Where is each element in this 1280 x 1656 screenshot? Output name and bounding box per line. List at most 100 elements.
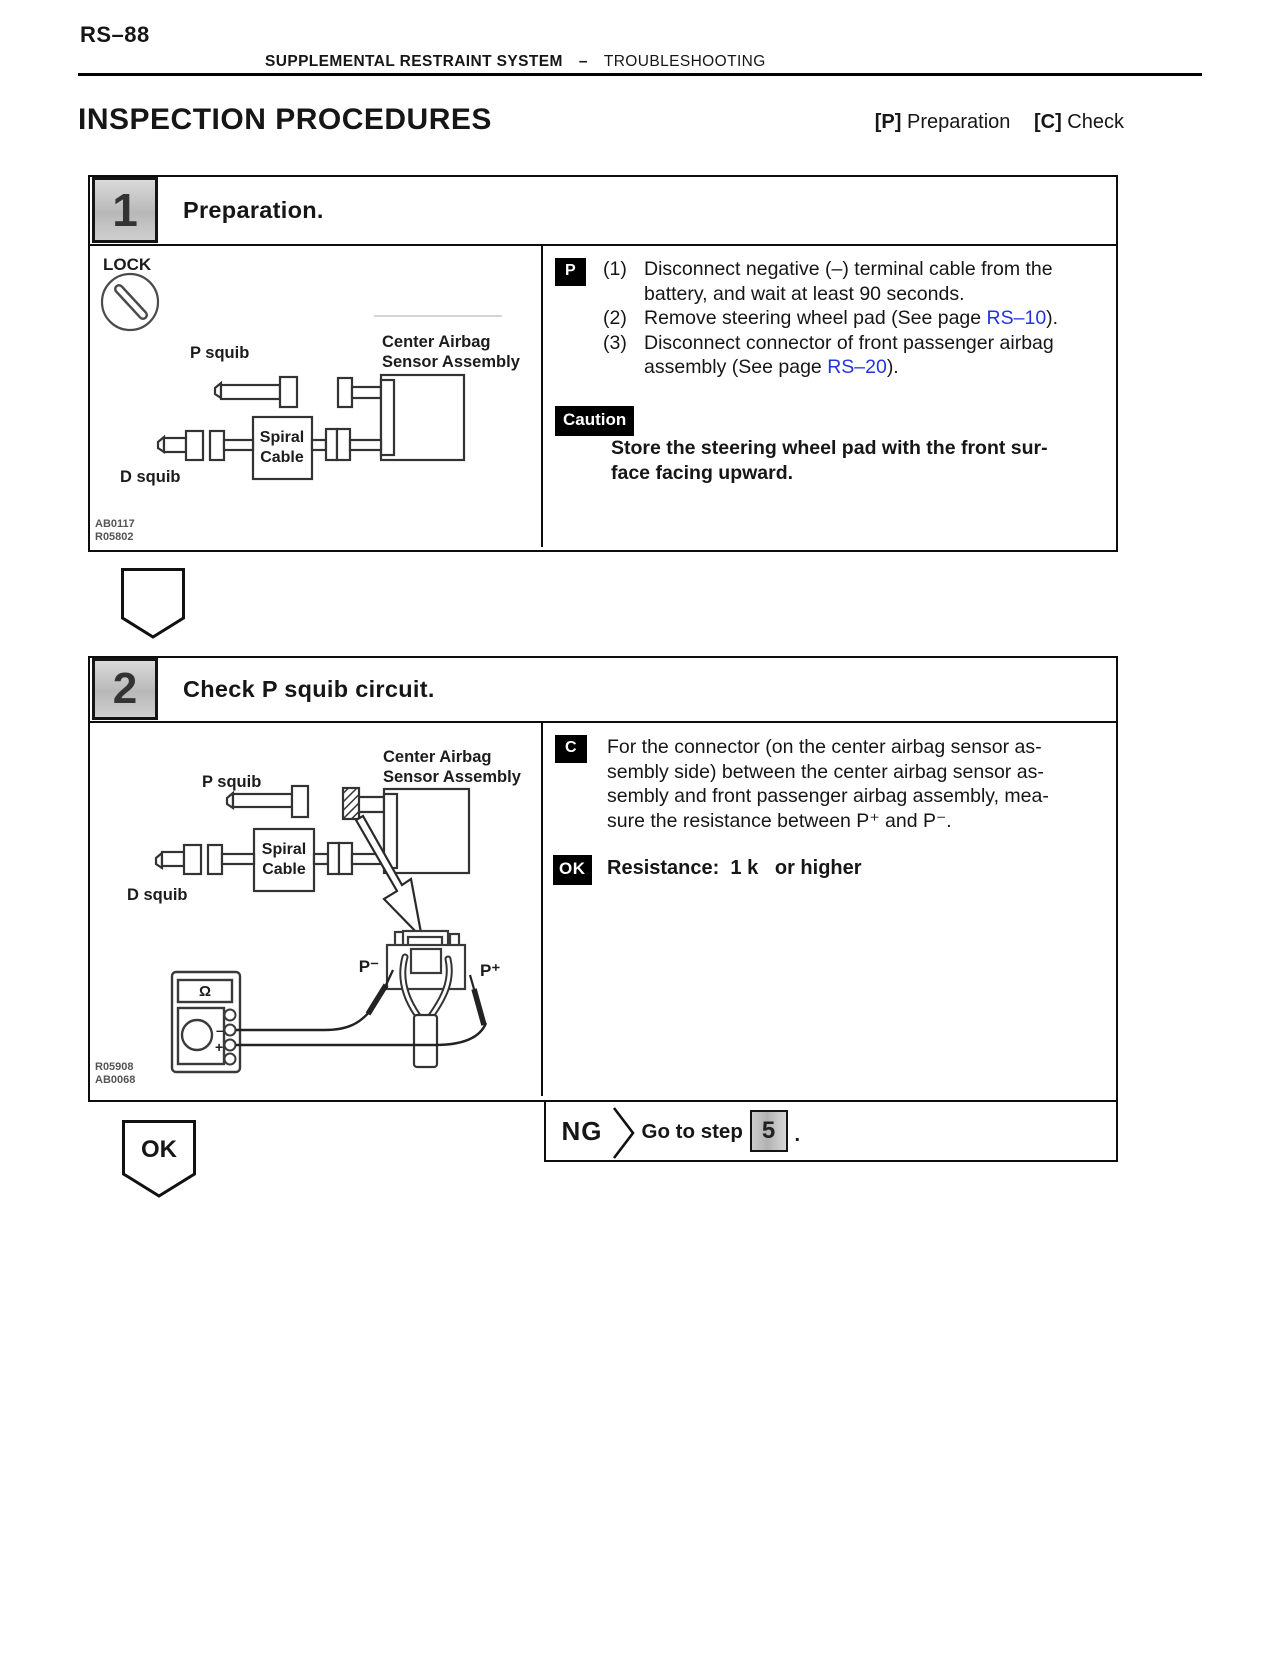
caution-text: Store the steering wheel pad with the fr… [611,437,1048,484]
step1-wiring-diagram: LOCK P squib Center Airbag Sensor Assemb… [95,255,521,543]
pointer-arrow-icon [354,814,424,942]
legend-p-label: Preparation [907,111,1011,133]
p-plus-label: P⁺ [480,961,500,980]
connector-piece [335,427,352,462]
step1-title: Preparation. [183,197,324,223]
p-squib-label: P squib [190,344,249,362]
wire-segment [350,385,383,400]
p-minus-label: P⁻ [359,957,379,976]
spiral-cable-box [252,827,316,893]
center-airbag-sensor-icon [379,373,466,462]
legend-p-badge: [P] [874,111,902,133]
step1-diagram-cell: LOCK P squib Center Airbag Sensor Assemb… [90,246,543,547]
disconnected-connector-icon [341,786,361,821]
step2-wiring-diagram: Center Airbag Sensor Assembly P squib Sp… [95,748,522,1086]
connector-closeup-icon [385,929,467,991]
legend-c-badge: [C] [1033,111,1062,133]
step1-text-cell: P (1) Disconnect negative (–) terminal c… [543,246,1116,547]
figure-code-2: R05802 [95,531,134,543]
wire-segment [348,438,383,452]
sensor-label-2: Sensor Assembly [382,353,521,371]
item-text: battery, and wait at least 90 seconds. [644,282,965,305]
figure-code-2: AB0068 [95,1074,135,1086]
item-number: (1) [603,258,627,280]
spiral-label-1: Spiral [262,841,306,858]
step2-title: Check P squib circuit. [183,676,435,702]
ng-row: NG Go to step 5 . [543,1099,1118,1162]
page-title: INSPECTION PROCEDURES [78,103,492,136]
flow-down-arrow-icon [121,568,185,639]
connector-piece [337,841,354,876]
header-rule [78,73,1202,76]
step1-number-box: 1 [92,177,158,243]
step1-box: 1 Preparation. [88,175,1118,552]
step2-box: 2 Check P squib circuit. [88,656,1118,1102]
preparation-badge: P [555,258,586,286]
step2-instruction: For the connector (on the center airbag … [607,736,1049,832]
connector-piece [324,427,339,462]
step1-header: 1 Preparation. [90,177,1116,246]
connector-piece [336,376,354,409]
spiral-cable-box [251,415,314,481]
p-squib-connector-icon [225,784,310,819]
sensor-label-1: Center Airbag [382,333,491,351]
step2-diagram-cell: Center Airbag Sensor Assembly P squib Sp… [90,723,543,1096]
ng-chevron-icon [612,1106,635,1159]
d-squib-connector-icon [156,429,255,462]
connector-wires [399,953,453,1069]
ok-arrow-label: OK [141,1136,178,1163]
section-title: SUPPLEMENTAL RESTRAINT SYSTEM [265,53,563,70]
item-text: assembly (See page RS–20). [644,356,899,378]
figure-code-1: R05908 [95,1061,134,1073]
ng-action-text: Go to step [641,1119,743,1143]
legend-c-label: Check [1067,111,1124,133]
header-separator: – [578,53,588,70]
d-squib-label: D squib [127,886,188,904]
item-text: Disconnect connector of front passenger … [644,331,1054,354]
running-header: SUPPLEMENTAL RESTRAINT SYSTEM–TROUBLESHO… [265,53,766,71]
spiral-label-1: Spiral [260,429,304,446]
page-link-rs20[interactable]: RS–20 [827,356,887,378]
ng-label: NG [561,1115,603,1146]
step2-text-cell: C For the connector (on the center airba… [543,723,1116,1096]
caution-badge: Caution [555,406,635,436]
ng-period: . [794,1123,801,1146]
spiral-label-2: Cable [260,449,304,466]
item-number: (3) [603,331,627,354]
item-text: Disconnect negative (–) terminal cable f… [644,258,1053,280]
p-squib-connector-icon [213,375,299,409]
ohm-display: Ω [199,983,211,1000]
sensor-label-1: Center Airbag [383,748,492,766]
subsection-title: TROUBLESHOOTING [603,53,766,70]
figure-code-1: AB0117 [95,518,135,530]
page-number: RS–88 [80,22,150,47]
ng-step-ref-box: 5 [749,1109,788,1152]
item-number: (2) [603,307,627,329]
wire-segment [310,438,328,452]
step2-header: 2 Check P squib circuit. [90,658,1116,723]
wire-segment [312,852,330,866]
step1-instructions: (1) Disconnect negative (–) terminal cab… [603,257,1058,380]
ok-result-text: Resistance: 1 k or higher [607,857,862,879]
test-leads [236,969,488,1047]
meter-minus-label: – [216,1022,224,1038]
check-badge: C [555,735,587,763]
d-squib-label: D squib [120,468,181,486]
list-item: (3) Disconnect connector of front passen… [603,331,1058,380]
step2-number-box: 2 [92,658,158,720]
page-link-rs10[interactable]: RS–10 [986,307,1047,329]
list-item: (1) Disconnect negative (–) terminal cab… [603,257,1058,306]
p-squib-label: P squib [202,773,261,791]
sensor-label-2: Sensor Assembly [383,768,522,786]
ok-badge: OK [553,855,592,885]
spiral-label-2: Cable [262,861,306,878]
legend: [P] Preparation [C] Check [875,111,1124,134]
item-text: Remove steering wheel pad (See page RS–1… [644,307,1059,329]
center-airbag-sensor-icon [382,787,471,875]
connector-piece [326,841,341,876]
d-squib-connector-icon [154,843,256,876]
lock-label: LOCK [103,255,152,274]
list-item: (2) Remove steering wheel pad (See page … [603,306,1058,331]
multimeter-icon [170,970,242,1074]
ok-flow-arrow: OK [122,1120,196,1198]
